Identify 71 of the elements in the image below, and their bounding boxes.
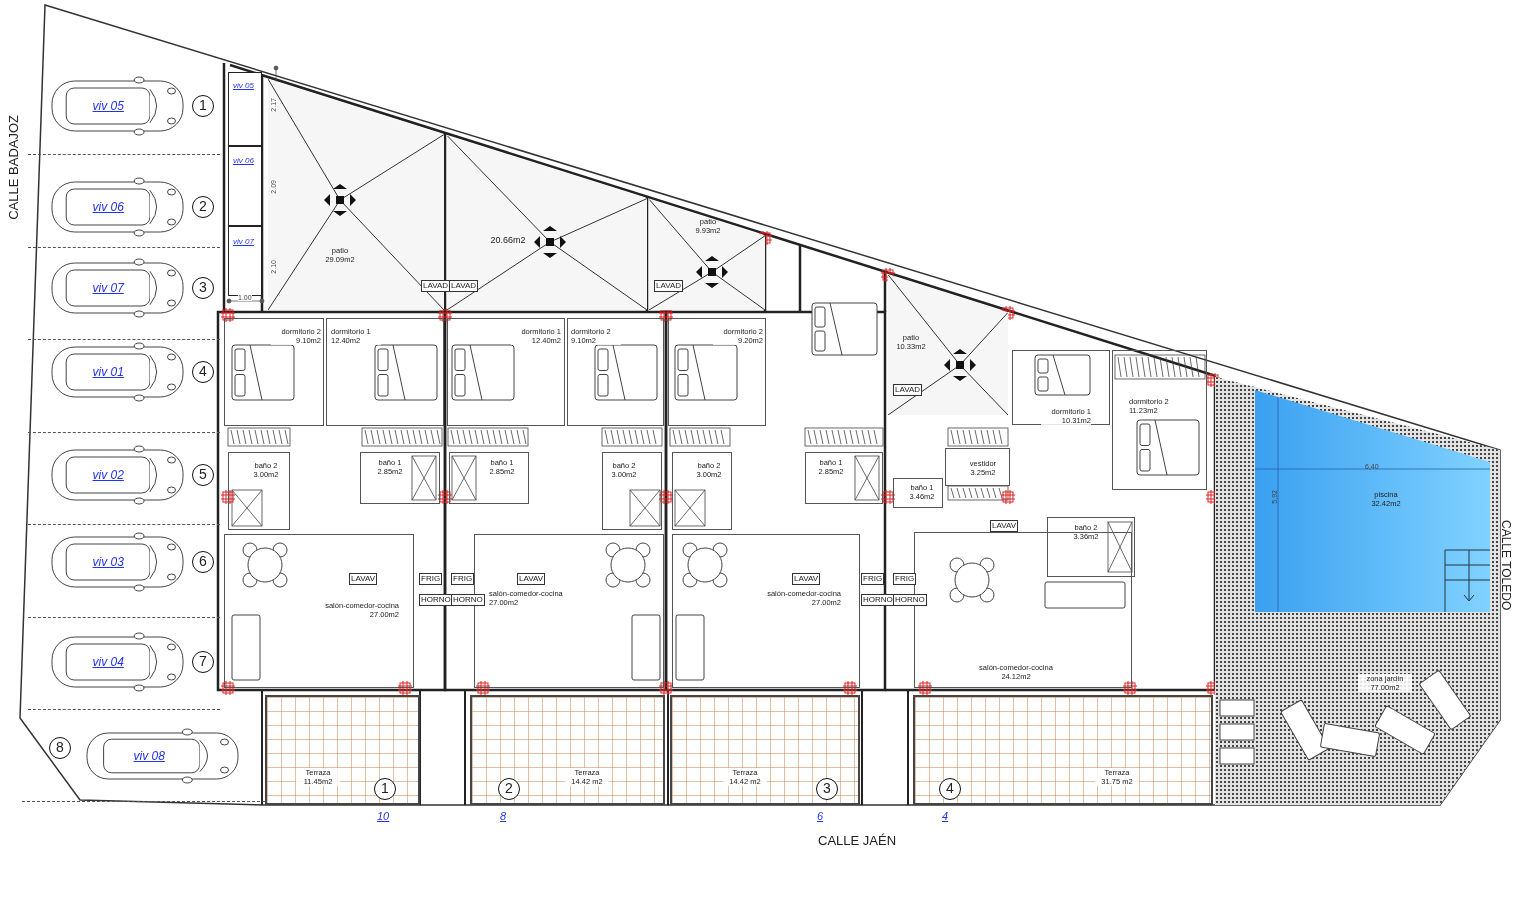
terrace	[265, 695, 420, 805]
room	[805, 452, 883, 504]
parking-space	[28, 340, 220, 433]
appliance-label: LAVAD	[654, 280, 684, 292]
street-name: CALLE TOLEDO	[1499, 520, 1513, 611]
space-number: 2	[192, 196, 214, 218]
storage-room	[228, 226, 262, 296]
space-number: 5	[192, 464, 214, 486]
space-number: 3	[192, 277, 214, 299]
unit-link: viv 02	[90, 468, 126, 482]
unit-number-link: 6	[817, 810, 824, 822]
room	[228, 452, 290, 530]
room	[360, 452, 440, 504]
appliance-label: FRIG	[861, 573, 885, 585]
appliance-label: FRIG	[419, 573, 443, 585]
unit-link: viv 07	[90, 281, 126, 295]
room	[224, 318, 324, 426]
unit-link: viv 01	[90, 365, 126, 379]
storage-room	[228, 72, 262, 146]
room	[447, 318, 565, 426]
room	[567, 318, 664, 426]
unit-link: viv 03	[90, 555, 126, 569]
door-number: 1	[374, 778, 396, 800]
room	[945, 448, 1010, 486]
appliance-label: LAVAV	[349, 573, 377, 585]
unit-link: viv 08	[131, 749, 167, 763]
unit-link: viv 05	[233, 81, 254, 90]
unit-number-link: 8	[500, 810, 507, 822]
room	[326, 318, 444, 426]
appliance-label: HORNO	[861, 594, 895, 606]
appliance-label: LAVAV	[792, 573, 820, 585]
room	[449, 452, 529, 504]
unit-link: viv 05	[90, 99, 126, 113]
space-number: 8	[49, 737, 71, 759]
room	[672, 452, 732, 530]
unit-link: viv 04	[90, 655, 126, 669]
door-number: 4	[939, 778, 961, 800]
room	[893, 478, 943, 508]
room	[668, 318, 766, 426]
unit-link: viv 06	[90, 200, 126, 214]
room	[1012, 350, 1110, 425]
appliance-label: HORNO	[893, 594, 927, 606]
appliance-label: LAVAV	[517, 573, 545, 585]
terrace	[913, 695, 1213, 805]
terrace	[470, 695, 665, 805]
appliance-label: LAVAD	[421, 280, 451, 292]
terrace	[670, 695, 860, 805]
unit-number-link: 4	[942, 810, 949, 822]
unit-number-link: 10	[377, 810, 390, 822]
unit-link: viv 06	[233, 156, 254, 165]
door-number: 2	[498, 778, 520, 800]
room	[1112, 350, 1207, 490]
appliance-label: HORNO	[419, 594, 453, 606]
space-number: 1	[192, 95, 214, 117]
room	[1047, 517, 1135, 577]
appliance-label: HORNO	[451, 594, 485, 606]
street-name: CALLE JAÉN	[818, 833, 897, 848]
appliance-label: LAVAV	[990, 520, 1018, 532]
storage-room	[228, 146, 262, 226]
space-number: 7	[192, 651, 214, 673]
appliance-label: LAVAD	[449, 280, 479, 292]
unit-link: viv 07	[233, 237, 254, 246]
room-label: 20.66m2	[489, 236, 527, 245]
space-number: 4	[192, 361, 214, 383]
space-number: 6	[192, 551, 214, 573]
appliance-label: FRIG	[451, 573, 475, 585]
door-number: 3	[816, 778, 838, 800]
room	[602, 452, 662, 530]
street-name: CALLE BADAJOZ	[6, 115, 21, 220]
appliance-label: LAVAD	[893, 384, 923, 396]
appliance-label: FRIG	[893, 573, 917, 585]
